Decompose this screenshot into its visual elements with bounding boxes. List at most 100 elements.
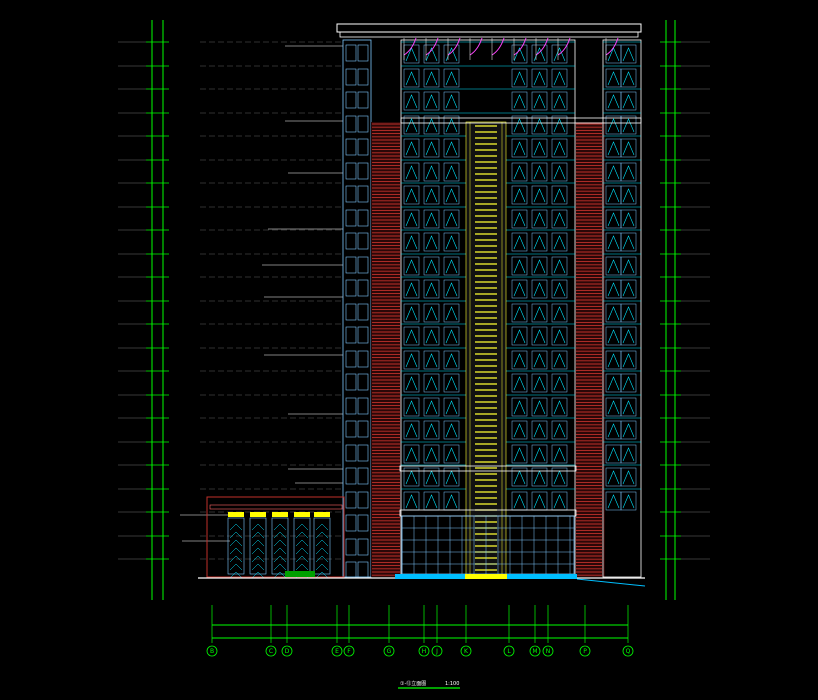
window — [403, 256, 420, 276]
window — [403, 326, 420, 346]
window — [620, 256, 637, 276]
window — [511, 209, 528, 229]
window — [511, 303, 528, 323]
canopy — [272, 512, 288, 517]
window — [511, 68, 528, 88]
window — [531, 162, 548, 182]
grid-bubble — [331, 645, 343, 657]
canopy — [314, 512, 330, 517]
window — [551, 209, 568, 229]
window — [403, 420, 420, 440]
grid-bubble — [529, 645, 541, 657]
stair-window — [357, 232, 369, 250]
stair-window — [345, 209, 357, 227]
window — [423, 444, 440, 464]
window — [531, 185, 548, 205]
grid-label-D: D — [285, 648, 290, 655]
stair-window — [345, 115, 357, 133]
window — [511, 397, 528, 417]
window — [423, 209, 440, 229]
stair-window — [357, 397, 369, 415]
stair-window — [357, 91, 369, 109]
tower-wing — [602, 39, 642, 578]
window — [531, 397, 548, 417]
window — [423, 44, 440, 64]
canopy — [228, 512, 244, 517]
floor-level-lines — [200, 41, 343, 560]
grid-bubble — [383, 645, 395, 657]
canopy — [294, 512, 310, 517]
stair-window — [357, 279, 369, 297]
window — [403, 303, 420, 323]
window — [511, 279, 528, 299]
grid-label-N: N — [546, 648, 551, 655]
window — [531, 350, 548, 370]
cladding-right — [575, 122, 605, 577]
stair-window — [345, 514, 357, 532]
window — [443, 232, 460, 252]
window — [551, 279, 568, 299]
stair-window — [345, 397, 357, 415]
ground-line — [198, 571, 646, 587]
window — [443, 350, 460, 370]
window — [423, 232, 440, 252]
window — [551, 444, 568, 464]
window — [531, 91, 548, 111]
window — [531, 444, 548, 464]
podium-window — [227, 517, 245, 575]
window — [423, 326, 440, 346]
stair-window — [357, 138, 369, 156]
window — [620, 68, 637, 88]
stair-window — [345, 538, 357, 556]
grid-bubble — [460, 645, 472, 657]
grid-label-L: L — [507, 648, 511, 655]
grid-label-G: G — [387, 648, 392, 655]
window — [511, 162, 528, 182]
window — [423, 279, 440, 299]
roof-band — [400, 117, 642, 124]
stair-window — [345, 303, 357, 321]
grid-bubble — [206, 645, 218, 657]
window — [620, 373, 637, 393]
roof-accent — [403, 37, 417, 56]
title-text: ①-⑫立面图 — [400, 680, 426, 687]
window — [551, 185, 568, 205]
window — [551, 256, 568, 276]
window — [443, 256, 460, 276]
window — [443, 326, 460, 346]
window — [423, 115, 440, 135]
window — [403, 232, 420, 252]
stair-window — [345, 350, 357, 368]
stair-window — [345, 91, 357, 109]
window — [423, 68, 440, 88]
window — [443, 68, 460, 88]
roof-accent — [513, 37, 527, 56]
window — [551, 115, 568, 135]
window — [551, 350, 568, 370]
window — [620, 444, 637, 464]
roof-accent — [557, 37, 571, 56]
stair-window — [357, 350, 369, 368]
window — [403, 209, 420, 229]
window — [403, 162, 420, 182]
window — [443, 162, 460, 182]
window — [551, 68, 568, 88]
grid-label-K: K — [464, 648, 469, 655]
grid-bubble — [265, 645, 277, 657]
window — [620, 138, 637, 158]
window — [511, 91, 528, 111]
stair-window — [357, 420, 369, 438]
window — [620, 91, 637, 111]
grid-bubble — [579, 645, 591, 657]
window — [620, 185, 637, 205]
window — [620, 232, 637, 252]
grid-label-P: P — [583, 648, 587, 655]
window — [511, 444, 528, 464]
window — [531, 256, 548, 276]
window — [531, 373, 548, 393]
window — [403, 279, 420, 299]
window — [620, 279, 637, 299]
window — [511, 232, 528, 252]
